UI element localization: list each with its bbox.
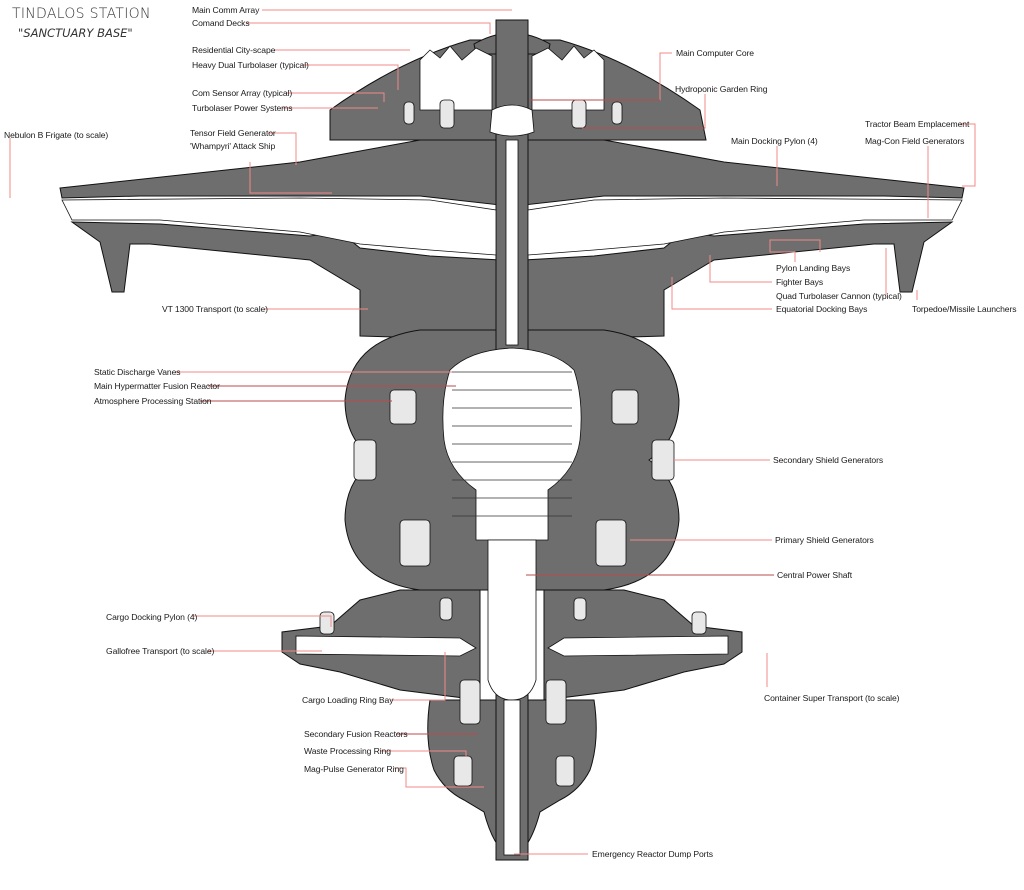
cargo-bay-left (295, 635, 477, 657)
equipment-module (611, 389, 639, 425)
leader-line-cargo-loading-ring-bay (390, 652, 446, 701)
city-scape-right (531, 45, 605, 111)
label-secondary-shield-generators: Secondary Shield Generators (773, 455, 884, 465)
label-nebulon-b-frigate: Nebulon B Frigate (to scale) (4, 130, 109, 140)
label-equatorial-docking-bays: Equatorial Docking Bays (776, 304, 868, 314)
equipment-module (403, 101, 415, 125)
leader-line-command-decks (246, 22, 491, 34)
equipment-module (691, 611, 707, 635)
label-main-hypermatter-fusion-reactor: Main Hypermatter Fusion Reactor (94, 381, 220, 391)
label-container-super-transport: Container Super Transport (to scale) (764, 693, 900, 703)
leader-line-tractor-beam-emplacement (960, 123, 976, 187)
label-main-docking-pylon: Main Docking Pylon (4) (731, 136, 818, 146)
diagram-subtitle: "SANCTUARY BASE" (18, 26, 133, 40)
label-primary-shield-generators: Primary Shield Generators (775, 535, 874, 545)
equipment-module (611, 101, 623, 125)
label-command-decks: Comand Decks (192, 18, 250, 28)
equipment-module (439, 99, 455, 129)
cargo-bay-right (547, 635, 729, 657)
label-gallofree-transport: Gallofree Transport (to scale) (106, 646, 215, 656)
label-static-discharge-vanes: Static Discharge Vanes (94, 367, 181, 377)
leader-line-equatorial-docking-bays (671, 277, 772, 310)
label-residential-city-scape: Residential City-scape (192, 45, 276, 55)
leader-line-heavy-dual-turbolaser (302, 64, 399, 90)
label-tractor-beam-emplacement: Tractor Beam Emplacement (865, 119, 970, 129)
upper-right-arm (523, 139, 965, 206)
label-main-computer-core: Main Computer Core (676, 48, 754, 58)
leader-line-tensor-field-generator (268, 132, 297, 165)
label-mag-con-field-generators: Mag-Con Field Generators (865, 136, 965, 146)
interior-spaces (61, 45, 963, 856)
label-central-power-shaft: Central Power Shaft (777, 570, 853, 580)
label-secondary-fusion-reactors: Secondary Fusion Reactors (304, 729, 408, 739)
hangar-gap-right (527, 197, 963, 256)
label-cargo-docking-pylon: Cargo Docking Pylon (4) (106, 612, 198, 622)
equipment-module (399, 519, 431, 567)
diagram-title: TINDALOS STATION (12, 6, 151, 22)
leader-line-cargo-docking-pylon (192, 615, 332, 627)
city-scape-left (419, 45, 493, 111)
equipment-module (389, 389, 417, 425)
label-torpedo-missile-launchers: Torpedoe/Missile Launchers (912, 304, 1017, 314)
equipment-module (439, 597, 453, 621)
upper-left-arm (59, 139, 501, 206)
leader-line-fighter-bays (709, 255, 772, 283)
equipment-module (651, 439, 675, 481)
label-tensor-field-generator: Tensor Field Generator (190, 128, 276, 138)
equipment-module (573, 597, 587, 621)
hangar-gap-left (61, 197, 497, 256)
equipment-module (545, 679, 567, 725)
label-hydroponic-garden-ring: Hydroponic Garden Ring (675, 84, 768, 94)
power-shaft-chamber (487, 539, 537, 701)
leader-line-waste-processing-ring (380, 750, 467, 757)
label-quad-turbolaser-cannon: Quad Turbolaser Cannon (typical) (776, 291, 902, 301)
label-waste-processing-ring: Waste Processing Ring (304, 746, 391, 756)
leader-line-pylon-landing-bays (769, 239, 821, 262)
equipment-module (555, 755, 575, 787)
label-main-comm-array: Main Comm Array (192, 5, 260, 15)
equipment-module (571, 99, 587, 129)
modules (319, 99, 707, 787)
leader-lines (9, 9, 976, 855)
spine-conduit (505, 139, 519, 346)
lower-spine-conduit (503, 699, 521, 856)
leader-line-com-sensor-array (286, 92, 385, 102)
leader-line-whampyri-attack-ship (249, 162, 332, 194)
label-vt-1300-transport: VT 1300 Transport (to scale) (162, 304, 268, 314)
equipment-module (453, 755, 473, 787)
label-cargo-loading-ring-bay: Cargo Loading Ring Bay (302, 695, 394, 705)
label-fighter-bays: Fighter Bays (776, 277, 824, 287)
leader-line-mag-pulse-generator-ring (394, 767, 484, 788)
label-mag-pulse-generator-ring: Mag-Pulse Generator Ring (304, 764, 404, 774)
equipment-module (595, 519, 627, 567)
label-emergency-reactor-dump-ports: Emergency Reactor Dump Ports (592, 849, 713, 859)
equipment-module (319, 611, 335, 635)
label-turbolaser-power-systems: Turbolaser Power Systems (192, 103, 293, 113)
label-heavy-dual-turbolaser: Heavy Dual Turbolaser (typical) (192, 60, 309, 70)
equipment-module (353, 439, 377, 481)
label-whampyri-attack-ship: 'Whampyri' Attack Ship (190, 141, 276, 151)
label-com-sensor-array: Com Sensor Array (typical) (192, 88, 293, 98)
label-pylon-landing-bays: Pylon Landing Bays (776, 263, 851, 273)
computer-core (489, 104, 535, 137)
equipment-module (459, 679, 481, 725)
label-atmosphere-processing-station: Atmosphere Processing Station (94, 396, 212, 406)
